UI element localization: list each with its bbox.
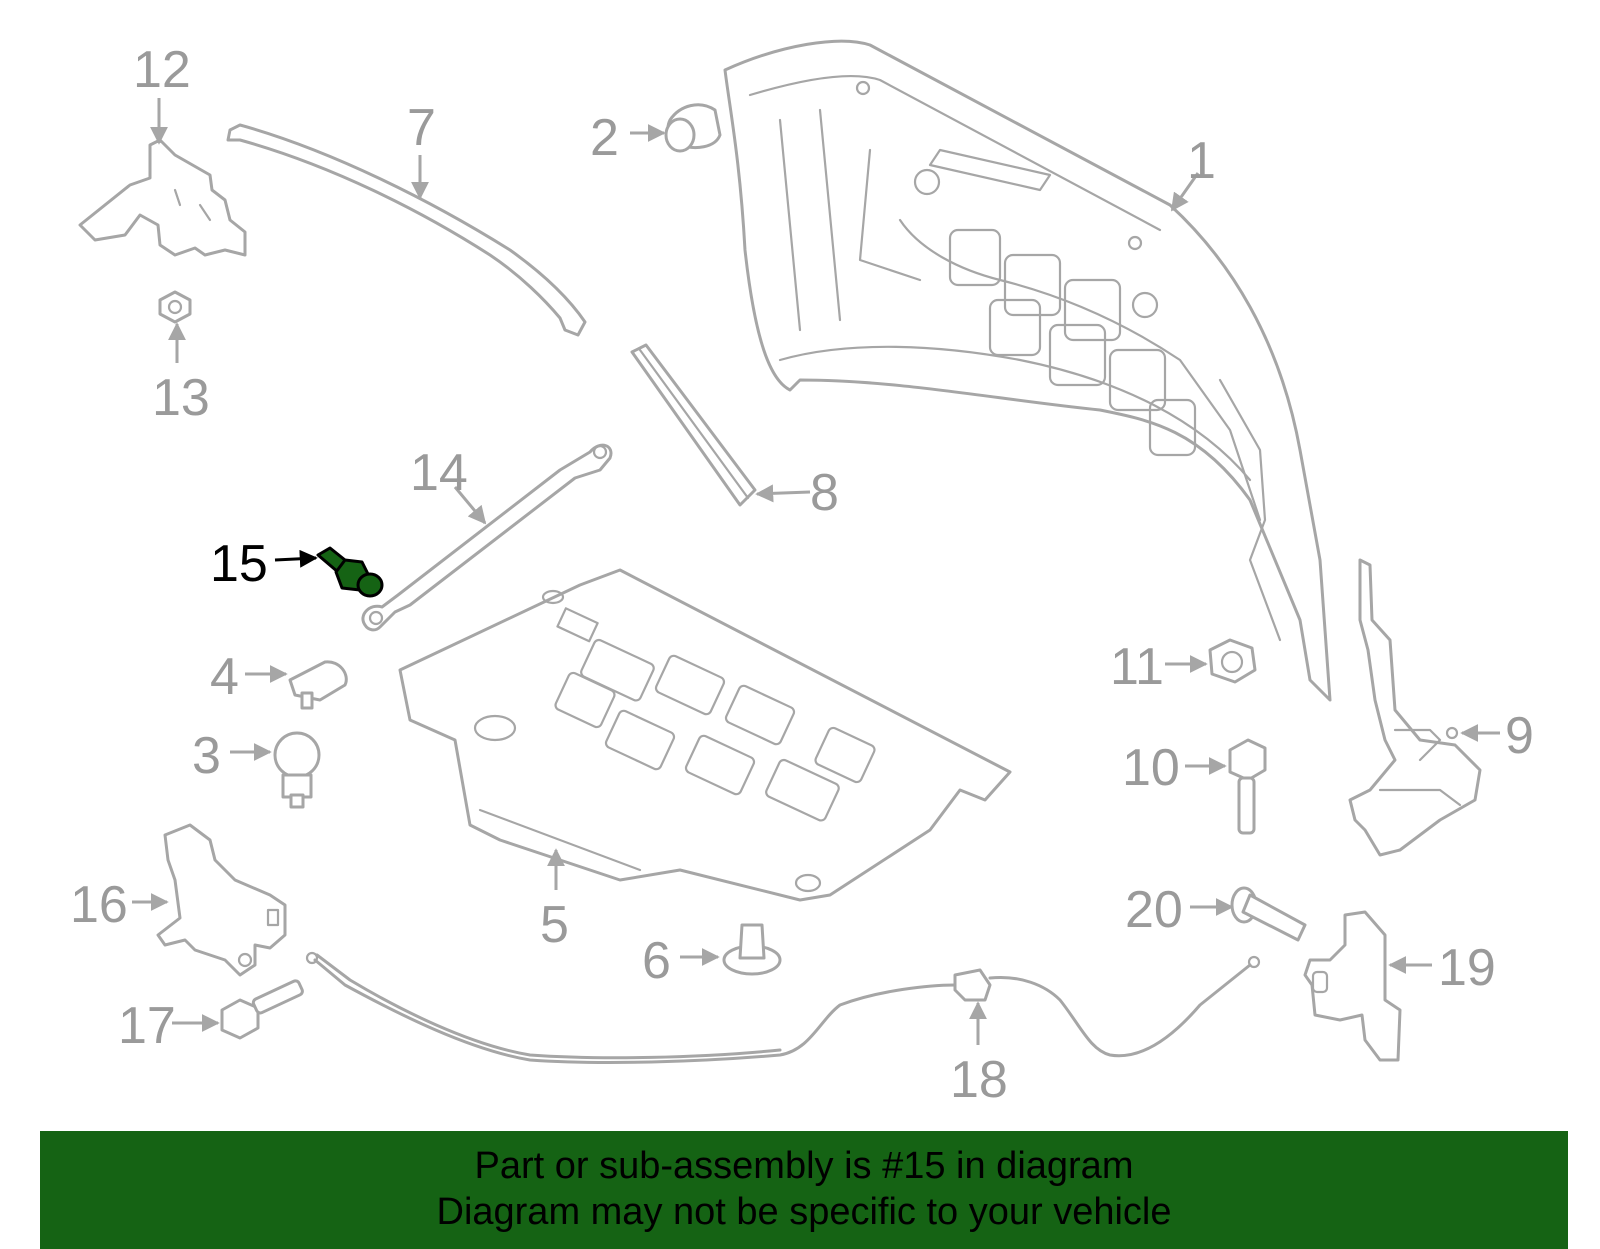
part-14-support-strut	[361, 443, 613, 632]
part-12-latch-bracket	[78, 138, 247, 257]
leader-lines	[132, 98, 1500, 1045]
part-3-bump-stop	[273, 731, 321, 809]
callout-8: 8	[810, 464, 839, 522]
part-4-clip	[288, 660, 348, 710]
callout-20: 20	[1125, 881, 1183, 939]
callout-15: 15	[210, 535, 268, 593]
callout-6: 6	[642, 932, 671, 990]
part-13-nut	[158, 290, 192, 324]
callout-11: 11	[1110, 638, 1164, 696]
part-20-pin	[1230, 886, 1307, 942]
callout-13: 13	[152, 369, 210, 427]
callout-10: 10	[1122, 739, 1180, 797]
callout-9: 9	[1505, 707, 1534, 765]
part-2-bumper	[664, 103, 722, 153]
part-5-insulator	[398, 568, 1012, 902]
part-11-nut	[1208, 638, 1257, 684]
part-17-bolt	[220, 979, 304, 1040]
callout-12: 12	[133, 41, 191, 99]
callout-17: 17	[118, 997, 176, 1055]
part-7-seal	[226, 123, 587, 337]
part-10-bolt	[1228, 738, 1267, 835]
callout-1: 1	[1187, 132, 1216, 190]
part-1-hood	[723, 39, 1332, 702]
banner-line-1: Part or sub-assembly is #15 in diagram	[474, 1145, 1134, 1187]
banner-line-2: Diagram may not be specific to your vehi…	[436, 1191, 1172, 1233]
callout-7: 7	[407, 99, 436, 157]
part-18-release-cable	[305, 951, 1261, 1064]
callout-5: 5	[540, 896, 569, 954]
callout-4: 4	[210, 648, 239, 706]
callout-3: 3	[192, 727, 221, 785]
part-15-bolt	[316, 546, 384, 598]
callout-16: 16	[70, 876, 128, 934]
part-8-seal-strip	[630, 343, 757, 507]
part-info-banner: Part or sub-assembly is #15 in diagram D…	[40, 1131, 1568, 1249]
part-9-hinge	[1348, 558, 1482, 857]
callout-2: 2	[590, 109, 619, 167]
callout-18: 18	[950, 1051, 1008, 1109]
part-19-bracket	[1303, 910, 1402, 1062]
callout-19: 19	[1438, 939, 1496, 997]
callout-14: 14	[410, 444, 468, 502]
part-6-push-pin	[722, 923, 782, 976]
callout-labels: 1 2 3 4 5 6 7 8 9 10 11 12 13 14 15 16 1…	[70, 41, 1534, 1109]
part-16-latch	[156, 823, 287, 977]
